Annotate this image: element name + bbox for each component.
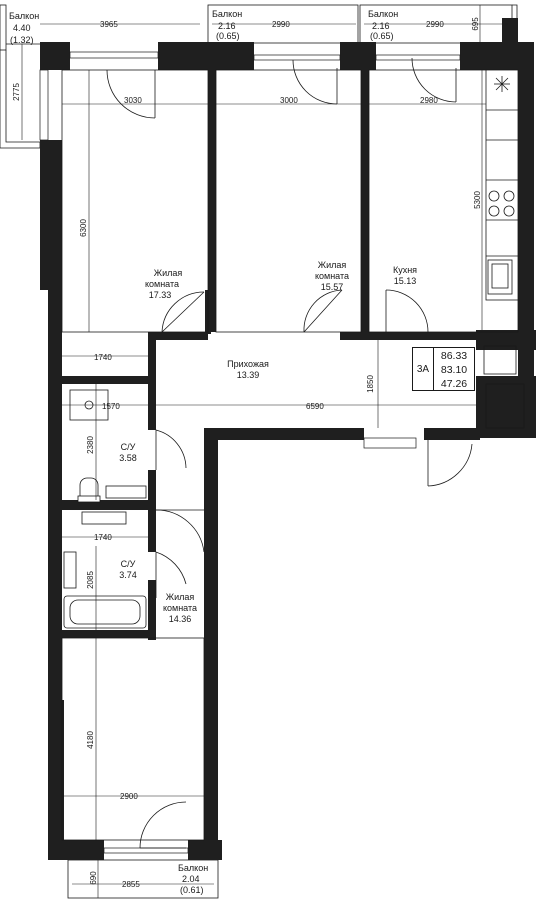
room-1-name-line2: комната: [145, 279, 179, 289]
dim-room1-width: 3030: [124, 96, 142, 105]
balcony-3-name: Балкон: [368, 9, 398, 19]
dim-room2-width: 3000: [280, 96, 298, 105]
area-reduced: 83.10: [440, 364, 468, 376]
dim-b3-depth: 695: [471, 17, 480, 31]
room-labels: Жилая комната 17.33 Жилая комната 15.57 …: [119, 260, 417, 624]
ventilation-icon: [494, 76, 510, 92]
dim-b4-width: 2855: [122, 880, 140, 889]
door-swing-icon: [161, 291, 205, 333]
dim-hall-1740: 1740: [94, 353, 112, 362]
bath-2-name: С/У: [121, 559, 136, 569]
window-icon: [69, 51, 159, 59]
window-icon: [103, 847, 189, 854]
windows: [39, 51, 461, 854]
toilet-icon: [77, 477, 101, 503]
window-icon: [375, 54, 461, 61]
dimension-labels: 3965 2990 2990 2775 695 3030 3000 2980 6…: [12, 17, 482, 889]
stove-icon: [488, 190, 515, 217]
bathtub-icon: [63, 595, 147, 629]
hall-name: Прихожая: [227, 359, 269, 369]
door-swing-icon: [155, 429, 187, 470]
kitchen-area: 15.13: [394, 276, 417, 286]
dim-bath2-depth: 2085: [86, 571, 95, 589]
hall-area: 13.39: [237, 370, 260, 380]
dim-b1-width: 3965: [100, 20, 118, 29]
dim-room3-depth: 4180: [86, 731, 95, 749]
dim-b1-depth: 2775: [12, 83, 21, 101]
dim-hall-depth: 1850: [366, 375, 375, 393]
dimension-lines: [21, 5, 508, 898]
door-swing-icon: [139, 801, 187, 849]
room-1-area: 17.33: [149, 290, 172, 300]
sink-icon: [63, 551, 77, 589]
dim-room1-depth: 6300: [79, 219, 88, 237]
fixtures: [63, 69, 519, 629]
apartment-type: 3А: [413, 348, 434, 390]
total-area: 86.33: [440, 350, 468, 362]
bath-2-area: 3.74: [119, 570, 137, 580]
dim-bath2-width: 1740: [94, 533, 112, 542]
door-swing-icon: [155, 551, 187, 598]
dim-b4-depth: 690: [89, 871, 98, 885]
doors: [106, 57, 473, 849]
apartment-summary: 3А 86.33 83.10 47.26: [412, 347, 475, 391]
sink-icon: [105, 485, 147, 499]
balcony-4-area-reduced: (0.61): [180, 885, 204, 895]
balcony-outlines: [0, 4, 518, 899]
dim-b3-width: 2990: [426, 20, 444, 29]
room-2-name-line1: Жилая: [318, 260, 347, 270]
bath-1-name: С/У: [121, 442, 136, 452]
dim-kitchen-width: 2980: [420, 96, 438, 105]
dim-bath1-depth: 2380: [86, 436, 95, 454]
window-icon: [363, 437, 417, 449]
balcony-2-area-reduced: (0.65): [216, 31, 240, 41]
balcony-labels: Балкон 4.40 (1.32) Балкон 2.16 (0.65) Ба…: [9, 9, 398, 895]
balcony-4-name: Балкон: [178, 863, 208, 873]
window-icon: [39, 69, 49, 141]
door-swing-icon: [106, 69, 156, 119]
kitchen-name: Кухня: [393, 265, 417, 275]
balcony-2-area: 2.16: [218, 21, 236, 31]
door-swing-icon: [427, 440, 473, 487]
balcony-2-name: Балкон: [212, 9, 242, 19]
dim-room3-width: 2900: [120, 792, 138, 801]
living-area: 47.26: [440, 378, 468, 390]
door-swing-icon: [411, 57, 457, 103]
balcony-1-area: 4.40: [13, 23, 31, 33]
dim-b2-width: 2990: [272, 20, 290, 29]
balcony-3-area-reduced: (0.65): [370, 31, 394, 41]
door-swing-icon: [292, 59, 338, 105]
room-3-name-line2: комната: [163, 603, 197, 613]
room-2-name-line2: комната: [315, 271, 349, 281]
door-swing-icon: [303, 289, 343, 333]
room-3-area: 14.36: [169, 614, 192, 624]
dim-bath1-width: 1570: [102, 402, 120, 411]
balcony-1-name: Балкон: [9, 11, 39, 21]
bath-1-area: 3.58: [119, 453, 137, 463]
dim-hall-length: 6590: [306, 402, 324, 411]
door-swing-icon: [155, 509, 205, 553]
door-swing-icon: [385, 289, 429, 333]
room-1-name-line1: Жилая: [154, 268, 183, 278]
room-3-name-line1: Жилая: [166, 592, 195, 602]
balcony-4-area: 2.04: [182, 874, 200, 884]
balcony-1-area-reduced: (1.32): [10, 35, 34, 45]
window-icon: [253, 54, 341, 61]
walls: [40, 18, 536, 860]
room-2-area: 15.57: [321, 282, 344, 292]
dim-kitchen-depth: 5300: [473, 191, 482, 209]
balcony-3-area: 2.16: [372, 21, 390, 31]
